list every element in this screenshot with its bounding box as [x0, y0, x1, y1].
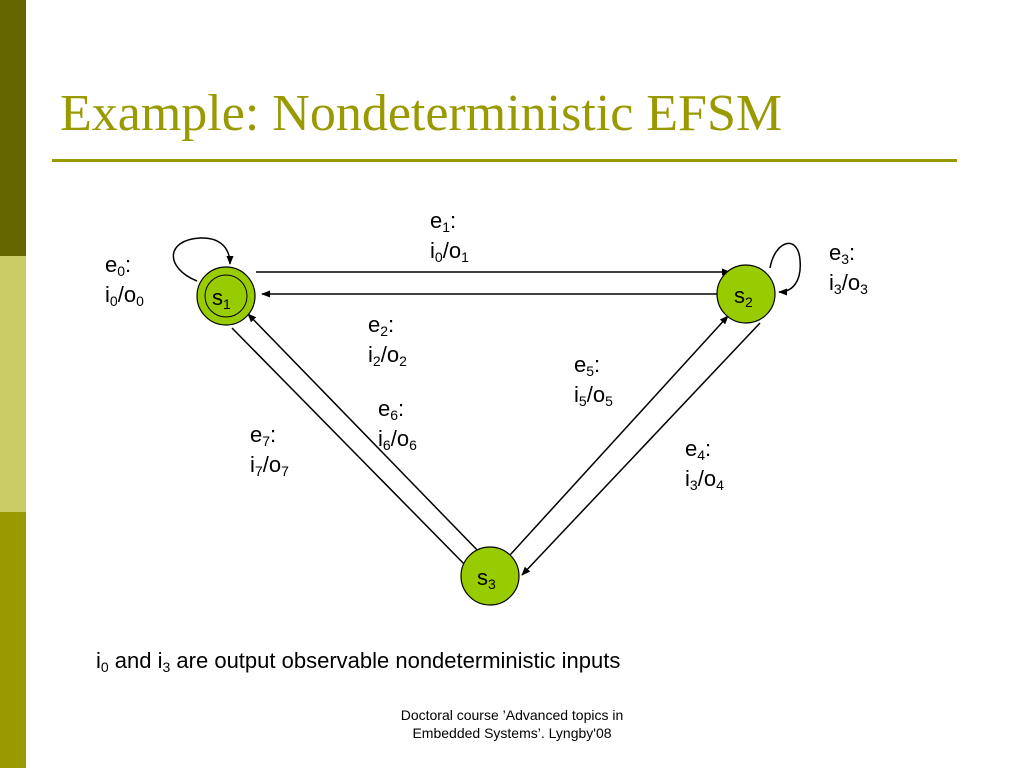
e1-input: i: [430, 238, 435, 263]
e5-input-sub: 5: [578, 393, 587, 409]
transition-e0-label: e0: i0/o0: [105, 252, 144, 309]
e4-event: e: [685, 436, 698, 461]
state-s1-label: s1: [212, 285, 231, 312]
e3-output-sub: 3: [860, 281, 868, 297]
state-s3-node: [460, 546, 520, 606]
state-s1-initial-ring: [204, 274, 248, 318]
e6-input: i: [378, 426, 383, 451]
e1-input-sub: 0: [434, 249, 443, 265]
e7-event-sub: 7: [262, 433, 271, 449]
sidebar-segment-dark: [0, 0, 26, 256]
transition-e0-arrow: [172, 237, 234, 282]
note-part3: are output observable nondeterministic i…: [170, 648, 621, 673]
e3-input: i: [829, 270, 834, 295]
state-s1-base: s: [212, 285, 223, 310]
e5-output-sub: 5: [605, 393, 613, 409]
e3-input-sub: 3: [833, 281, 842, 297]
state-s3-label: s3: [477, 565, 496, 592]
e0-input-sub: 0: [109, 293, 118, 309]
e2-event: e: [368, 312, 381, 337]
e3-output: o: [847, 270, 861, 295]
e1-output: o: [448, 238, 462, 263]
e5-event: e: [574, 352, 587, 377]
slide-title: Example: Nondeterministic EFSM: [60, 85, 783, 142]
e4-input: i: [685, 466, 690, 491]
e4-output: o: [703, 466, 717, 491]
state-s2-node: [716, 264, 776, 324]
e6-output-sub: 6: [409, 437, 417, 453]
e0-output-sub: 0: [136, 293, 144, 309]
e3-event-sub: 3: [841, 251, 850, 267]
e2-input-sub: 2: [372, 353, 381, 369]
state-s3-base: s: [477, 565, 488, 590]
e0-event-sub: 0: [117, 263, 126, 279]
transition-e5-label: e5: i5/o5: [574, 352, 613, 409]
e0-input: i: [105, 282, 110, 307]
e0-output: o: [123, 282, 137, 307]
note-part1: i: [96, 648, 101, 673]
e7-output-sub: 7: [281, 463, 289, 479]
e1-output-sub: 1: [461, 249, 469, 265]
state-s2-base: s: [734, 283, 745, 308]
note-part2: and i: [108, 648, 163, 673]
transition-e4-arrow: [521, 322, 761, 576]
note-part2-sub: 3: [162, 659, 171, 675]
transition-e5-arrow: [509, 315, 729, 556]
transition-e7-arrow: [231, 327, 471, 571]
e7-event: e: [250, 422, 263, 447]
e4-input-sub: 3: [689, 477, 698, 493]
slide-footer: Doctoral course ’Advanced topics in Embe…: [340, 706, 684, 742]
e2-output: o: [386, 342, 400, 367]
e2-output-sub: 2: [399, 353, 407, 369]
e4-output-sub: 4: [716, 477, 724, 493]
e1-event: e: [430, 208, 443, 233]
transition-e6-label: e6: i6/o6: [378, 396, 417, 453]
e2-event-sub: 2: [380, 323, 389, 339]
e7-input: i: [250, 452, 255, 477]
transition-e4-label: e4: i3/o4: [685, 436, 724, 493]
footer-line-2: Embedded Systems’. Lyngby'08: [412, 725, 612, 741]
e7-output: o: [268, 452, 282, 477]
e6-output: o: [396, 426, 410, 451]
e3-event: e: [829, 240, 842, 265]
e5-input: i: [574, 382, 579, 407]
e1-event-sub: 1: [442, 219, 451, 235]
transition-e3-arrow: [769, 242, 801, 296]
e6-event-sub: 6: [390, 407, 399, 423]
note-part1-sub: 0: [100, 659, 109, 675]
title-underline: [52, 159, 957, 162]
transition-e6-arrow: [247, 313, 483, 556]
e0-event: e: [105, 252, 118, 277]
sidebar-segment-olive: [0, 512, 26, 768]
e4-event-sub: 4: [697, 447, 706, 463]
sidebar-segment-light: [0, 256, 26, 512]
observability-note: i0 and i3 are output observable nondeter…: [96, 648, 620, 674]
sidebar-bar: [0, 0, 26, 768]
e7-input-sub: 7: [254, 463, 263, 479]
state-s2-sub: 2: [745, 294, 753, 310]
e2-input: i: [368, 342, 373, 367]
e5-event-sub: 5: [586, 363, 595, 379]
transition-e7-label: e7: i7/o7: [250, 422, 289, 479]
transition-e2-label: e2: i2/o2: [368, 312, 407, 369]
e6-input-sub: 6: [382, 437, 391, 453]
e6-event: e: [378, 396, 391, 421]
state-s3-sub: 3: [488, 576, 496, 592]
transition-e1-label: e1: i0/o1: [430, 208, 469, 265]
state-s1-sub: 1: [223, 296, 231, 312]
state-s2-label: s2: [734, 283, 753, 310]
footer-line-1: Doctoral course ’Advanced topics in: [400, 707, 624, 723]
e5-output: o: [592, 382, 606, 407]
transition-e3-label: e3: i3/o3: [829, 240, 868, 297]
